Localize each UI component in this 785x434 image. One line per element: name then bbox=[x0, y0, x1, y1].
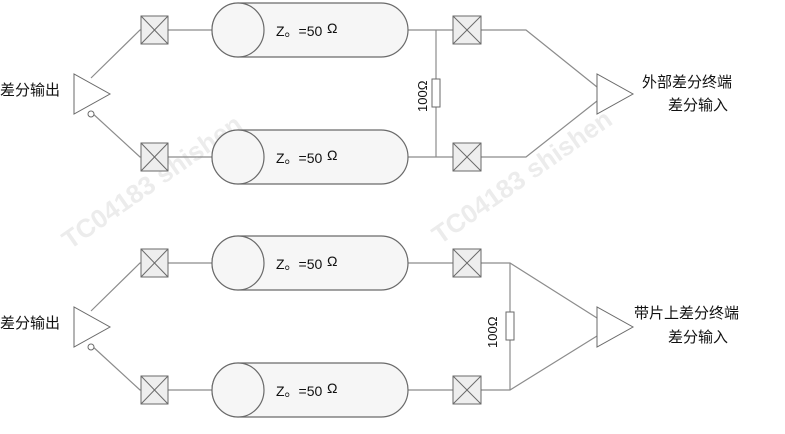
bottom-circuit: 差分输出 Z。=50 Ω Z。=50 Ω bbox=[0, 235, 739, 418]
top-box-1 bbox=[140, 15, 169, 45]
bottom-transmission-line-2: Z。=50 Ω bbox=[211, 362, 409, 418]
bottom-box-3 bbox=[452, 248, 482, 278]
bottom-line2-ohm: Ω bbox=[327, 380, 337, 396]
bottom-receiver-label-2: 差分输入 bbox=[668, 328, 728, 346]
top-termination-resistor bbox=[431, 78, 441, 108]
top-line2-impedance: Z。=50 bbox=[276, 150, 323, 166]
top-receiver-buffer-icon bbox=[596, 73, 635, 115]
watermark: TC04183 shishen bbox=[56, 108, 247, 254]
bottom-receiver-buffer-icon bbox=[596, 306, 635, 348]
bottom-box-2 bbox=[140, 375, 169, 405]
top-resistor-label: 100Ω bbox=[415, 80, 430, 112]
bottom-driver-label: 差分输出 bbox=[0, 314, 60, 332]
top-circuit: 差分输出 Z。=50 Ω Z。=50 Ω bbox=[0, 2, 732, 185]
top-box-3 bbox=[452, 15, 482, 45]
top-receiver-wire-lower bbox=[481, 100, 598, 158]
watermark: TC04183 shishen bbox=[426, 103, 617, 249]
top-driver-inverter-bubble bbox=[87, 110, 95, 118]
bottom-driver-buffer-icon bbox=[73, 306, 112, 348]
bottom-resistor-label: 100Ω bbox=[485, 316, 500, 348]
top-driver-buffer-icon bbox=[73, 73, 112, 115]
bottom-box-4 bbox=[452, 375, 482, 405]
bottom-line1-ohm: Ω bbox=[327, 253, 337, 269]
top-line2-ohm: Ω bbox=[327, 147, 337, 163]
top-driver-label: 差分输出 bbox=[0, 81, 60, 99]
bottom-box-1 bbox=[140, 248, 169, 278]
bottom-receiver-label-1: 带片上差分终端 bbox=[634, 304, 739, 322]
top-box-2 bbox=[140, 142, 169, 172]
top-receiver-wire-upper bbox=[481, 29, 598, 88]
top-line1-ohm: Ω bbox=[327, 20, 337, 36]
bottom-transmission-line-1: Z。=50 Ω bbox=[211, 235, 409, 291]
bottom-driver-inverter-bubble bbox=[87, 343, 95, 351]
top-box-4 bbox=[452, 142, 482, 172]
bottom-line2-impedance: Z。=50 bbox=[276, 383, 323, 399]
bottom-line1-impedance: Z。=50 bbox=[276, 256, 323, 272]
top-transmission-line-2: Z。=50 Ω bbox=[211, 129, 409, 185]
bottom-receiver-wire-upper bbox=[481, 262, 598, 319]
bottom-termination-resistor bbox=[505, 311, 515, 341]
top-line1-impedance: Z。=50 bbox=[276, 23, 323, 39]
top-receiver-label-1: 外部差分终端 bbox=[642, 73, 732, 91]
top-transmission-line-1: Z。=50 Ω bbox=[211, 2, 409, 58]
top-receiver-label-2: 差分输入 bbox=[668, 96, 728, 114]
